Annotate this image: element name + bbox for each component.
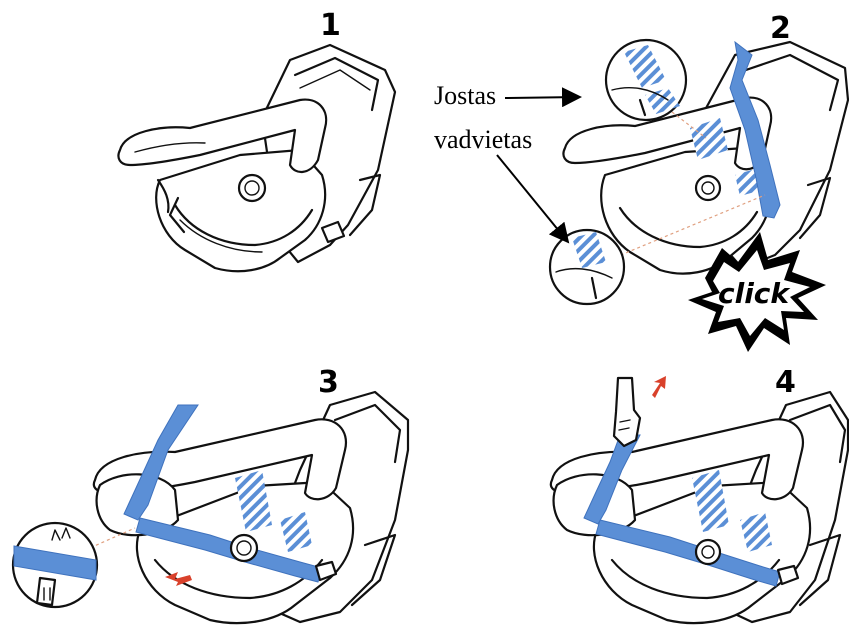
step-1-panel: 1 (118, 8, 395, 271)
belt-guides-callout: Jostas vadvietas (434, 81, 580, 242)
click-label: click (718, 277, 791, 310)
detail-circle-upper (606, 40, 686, 120)
callout-arrow-upper (505, 97, 580, 98)
step-3-panel: 3 (13, 365, 408, 623)
detail-circle-lower (550, 230, 624, 304)
pull-arrow-icon (652, 376, 666, 398)
callout-label-line-1: Jostas (434, 81, 496, 110)
infant-carrier-1 (118, 100, 326, 272)
step-3-number: 3 (318, 365, 339, 400)
callout-arrow-lower (497, 155, 568, 242)
step-4-number: 4 (775, 365, 796, 400)
hand-pulling-belt (614, 378, 640, 446)
step-4-panel: 4 (551, 365, 848, 623)
step-1-number: 1 (320, 8, 341, 43)
callout-label-line-2: vadvietas (434, 125, 532, 154)
detail-circle-3 (13, 523, 97, 607)
step-2-panel: 2 (434, 11, 848, 352)
step-2-number: 2 (770, 11, 791, 46)
